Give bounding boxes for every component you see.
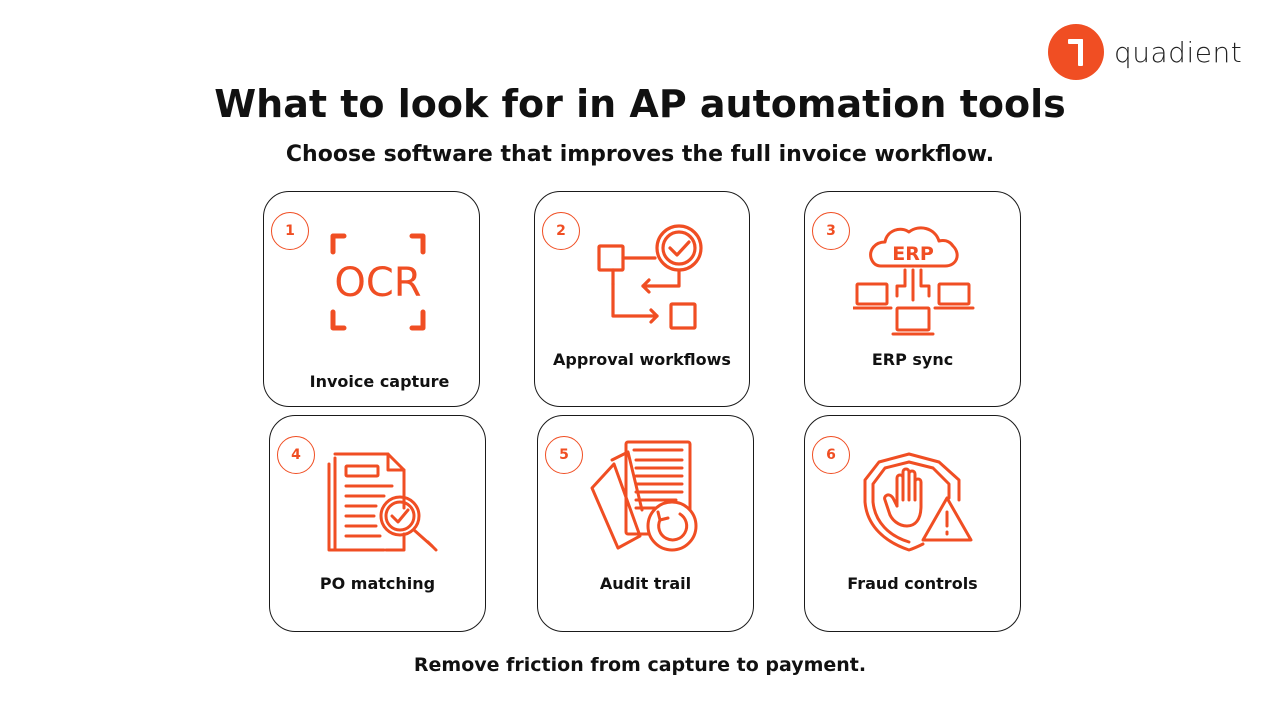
footer-tagline: Remove friction from capture to payment. bbox=[413, 654, 867, 676]
card-label: Fraud controls bbox=[847, 574, 978, 593]
erp-cloud-network-icon: ERP bbox=[853, 226, 975, 336]
page-title: What to look for in AP automation tools bbox=[214, 82, 1066, 126]
feature-card-audit-trail: 5 Audit trail bbox=[537, 415, 754, 632]
step-number-badge: 1 bbox=[271, 212, 309, 250]
brand-logo: quadient bbox=[1048, 24, 1242, 80]
card-label: ERP sync bbox=[871, 350, 954, 369]
page-subtitle: Choose software that improves the full i… bbox=[285, 142, 995, 167]
step-number-badge: 3 bbox=[812, 212, 850, 250]
feature-card-approval-workflows: 2 Approval workflows bbox=[534, 191, 750, 407]
svg-text:OCR: OCR bbox=[334, 260, 421, 306]
step-number-badge: 4 bbox=[277, 436, 315, 474]
card-label: Invoice capture bbox=[309, 372, 450, 391]
step-number-badge: 2 bbox=[542, 212, 580, 250]
documents-history-icon bbox=[590, 440, 698, 552]
feature-card-invoice-capture: 1 OCR Invoice capture bbox=[263, 191, 480, 407]
document-magnifier-check-icon bbox=[327, 452, 438, 552]
card-label: Audit trail bbox=[599, 574, 692, 593]
logo-wordmark: quadient bbox=[1114, 35, 1243, 69]
workflow-checkmark-icon bbox=[597, 224, 703, 330]
card-label: Approval workflows bbox=[553, 350, 731, 369]
card-label: PO matching bbox=[319, 574, 436, 593]
feature-card-erp-sync: 3 ERP ERP sync bbox=[804, 191, 1021, 407]
step-number-badge: 6 bbox=[812, 436, 850, 474]
svg-text:ERP: ERP bbox=[892, 243, 934, 265]
feature-card-fraud-controls: 6 Fraud controls bbox=[804, 415, 1021, 632]
logo-mark-icon bbox=[1048, 24, 1104, 80]
feature-card-po-matching: 4 PO matching bbox=[269, 415, 486, 632]
ocr-scan-icon: OCR bbox=[330, 233, 426, 331]
shield-hand-warning-icon bbox=[863, 452, 973, 552]
step-number-badge: 5 bbox=[545, 436, 583, 474]
